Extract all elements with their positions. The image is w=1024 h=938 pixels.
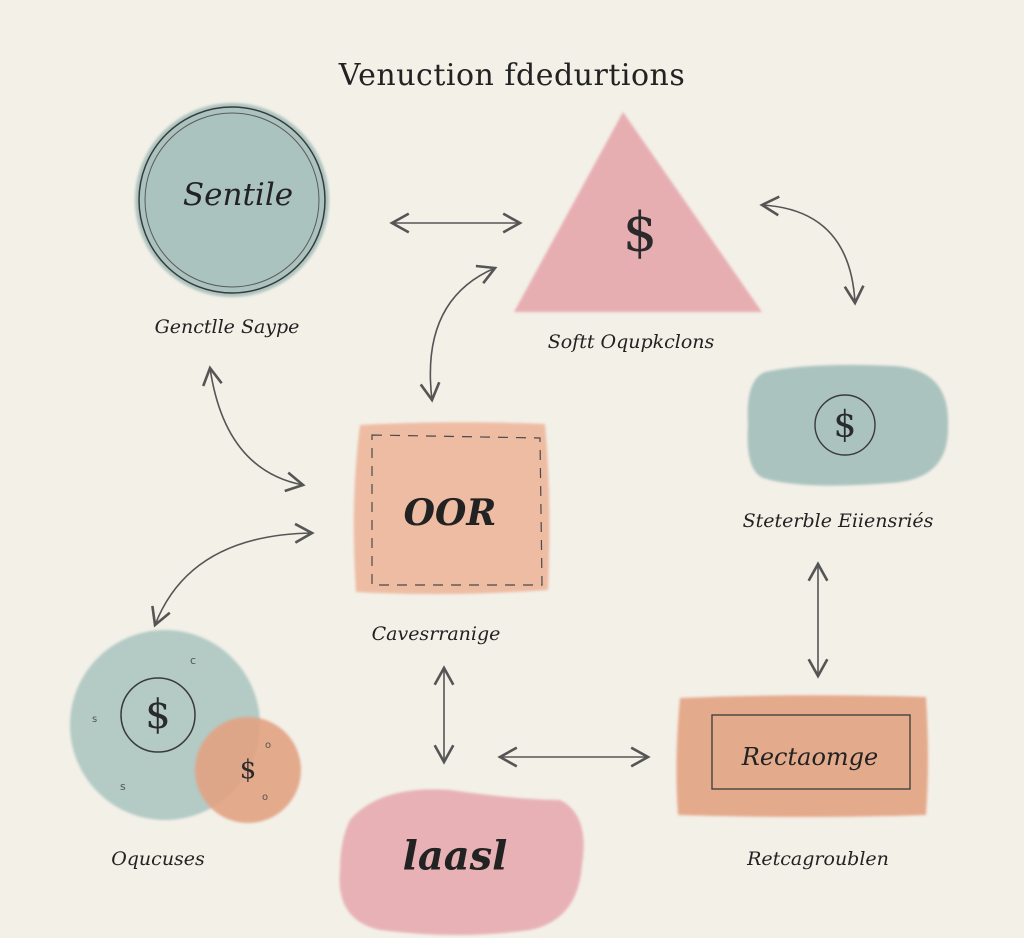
pill-node-shape — [747, 364, 949, 486]
rect-node-shape — [676, 695, 928, 817]
pill-dollar-icon: $ — [833, 404, 857, 446]
diagram-title: Venuction fdedurtions — [338, 58, 686, 93]
rect-node-caption: Retcagroublen — [747, 848, 889, 870]
circle-node-text: Sentile — [182, 177, 294, 213]
arrow-triangle-pill — [759, 195, 865, 306]
square-node-text: OOR — [403, 492, 497, 534]
blob-node-text: laasl — [402, 832, 508, 880]
blob-node-shape — [339, 789, 584, 935]
circle-node-shape — [135, 103, 329, 297]
svg-text:s: s — [120, 780, 126, 793]
triangle-node-shape — [514, 112, 762, 312]
coin-large-dollar-icon: $ — [145, 692, 171, 738]
arrow-square-coins — [151, 522, 315, 628]
svg-text:c: c — [190, 654, 196, 667]
triangle-dollar-icon: $ — [622, 200, 658, 264]
coins-node-shape: c s s o o — [70, 630, 301, 823]
coin-small-dollar-icon: $ — [239, 755, 257, 785]
svg-text:o: o — [262, 792, 268, 803]
svg-text:s: s — [92, 714, 97, 725]
square-node-caption: Cavesrranige — [371, 623, 501, 645]
arrow-square-triangle — [419, 264, 498, 403]
square-node-shape — [353, 422, 550, 595]
coins-node-caption: Oqucuses — [111, 848, 205, 870]
svg-text:o: o — [265, 740, 271, 751]
pill-node-caption: Steterble Eiiensriés — [742, 510, 934, 532]
triangle-node-caption: Softt Oqupkclons — [547, 331, 715, 353]
rect-node-text: Rectaomge — [741, 743, 879, 771]
circle-node-caption: Genctlle Saype — [154, 316, 300, 338]
connector-arrows — [151, 195, 865, 768]
arrow-circle-square — [201, 365, 306, 493]
